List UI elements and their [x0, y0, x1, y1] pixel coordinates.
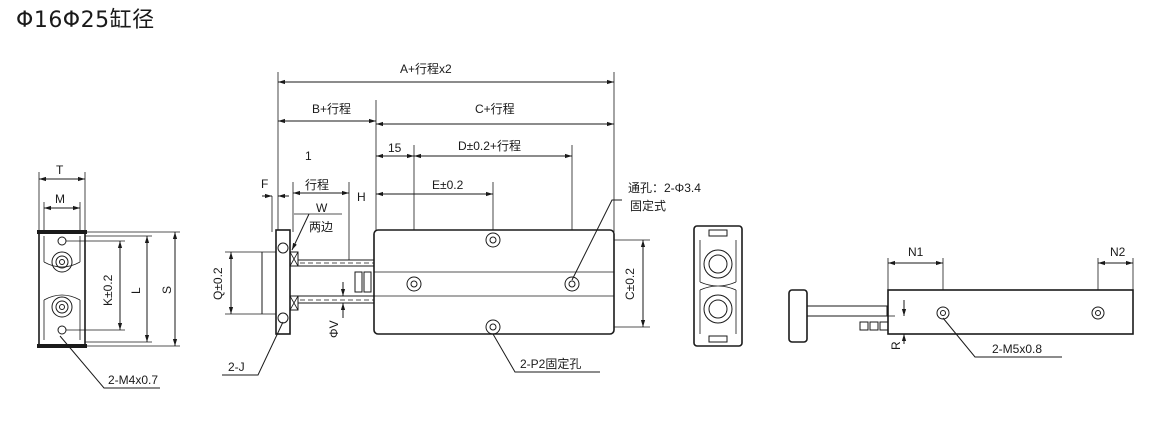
dim-N1-label: N1 [908, 245, 924, 259]
label-one: 1 [305, 149, 312, 163]
dim-R-label: R [889, 341, 903, 350]
through-hole-label: 通孔：2-Φ3.4 [628, 181, 701, 195]
dim-S-label: S [160, 286, 174, 294]
dim-T-label: T [56, 163, 64, 177]
rear-end-view [693, 225, 743, 347]
m4-label: 2-M4x0.7 [108, 373, 158, 387]
dim-W-label: W [316, 201, 328, 215]
dim-K-label: K±0.2 [101, 274, 115, 306]
dim-L-label: L [129, 287, 143, 294]
fixed-label: 固定式 [630, 198, 666, 213]
dim-C2-label: C±0.2 [623, 268, 637, 300]
dim-D-label: D±0.2+行程 [458, 138, 521, 153]
dim-E-label: E±0.2 [432, 178, 464, 192]
side-view: A+行程x2 B+行程 C+行程 1 15 D±0.2+行程 F 行程 H E±… [211, 61, 701, 376]
dim-stroke-label: 行程 [305, 177, 329, 192]
dim-Q-label: Q±0.2 [211, 267, 225, 300]
dim-B-label: B+行程 [312, 101, 351, 116]
J-label: 2-J [228, 360, 245, 374]
dim-M-label: M [55, 192, 65, 206]
dim-phiV-label: ΦV [327, 320, 341, 338]
dim-C-label: C+行程 [475, 101, 515, 116]
dim-N2-label: N2 [1110, 245, 1126, 259]
top-view: N1 N2 R 2-M5x0.8 [788, 245, 1134, 358]
M5-label: 2-M5x0.8 [992, 342, 1042, 356]
dim-15-label: 15 [388, 141, 402, 155]
top-end-plate [788, 289, 808, 343]
end-view-body [38, 231, 86, 347]
cylinder-body [373, 229, 615, 335]
P2-label: 2-P2固定孔 [520, 356, 581, 371]
dim-H-label: H [357, 190, 366, 204]
dim-F-label: F [261, 177, 268, 191]
end-plate [275, 229, 291, 335]
page-title: Φ16Φ25缸径 [16, 8, 155, 33]
dim-A-label: A+行程x2 [400, 61, 452, 76]
end-view: T M K±0.2 L S 2-M4x0.7 [37, 163, 180, 389]
two-sides-label: 两边 [309, 220, 333, 234]
